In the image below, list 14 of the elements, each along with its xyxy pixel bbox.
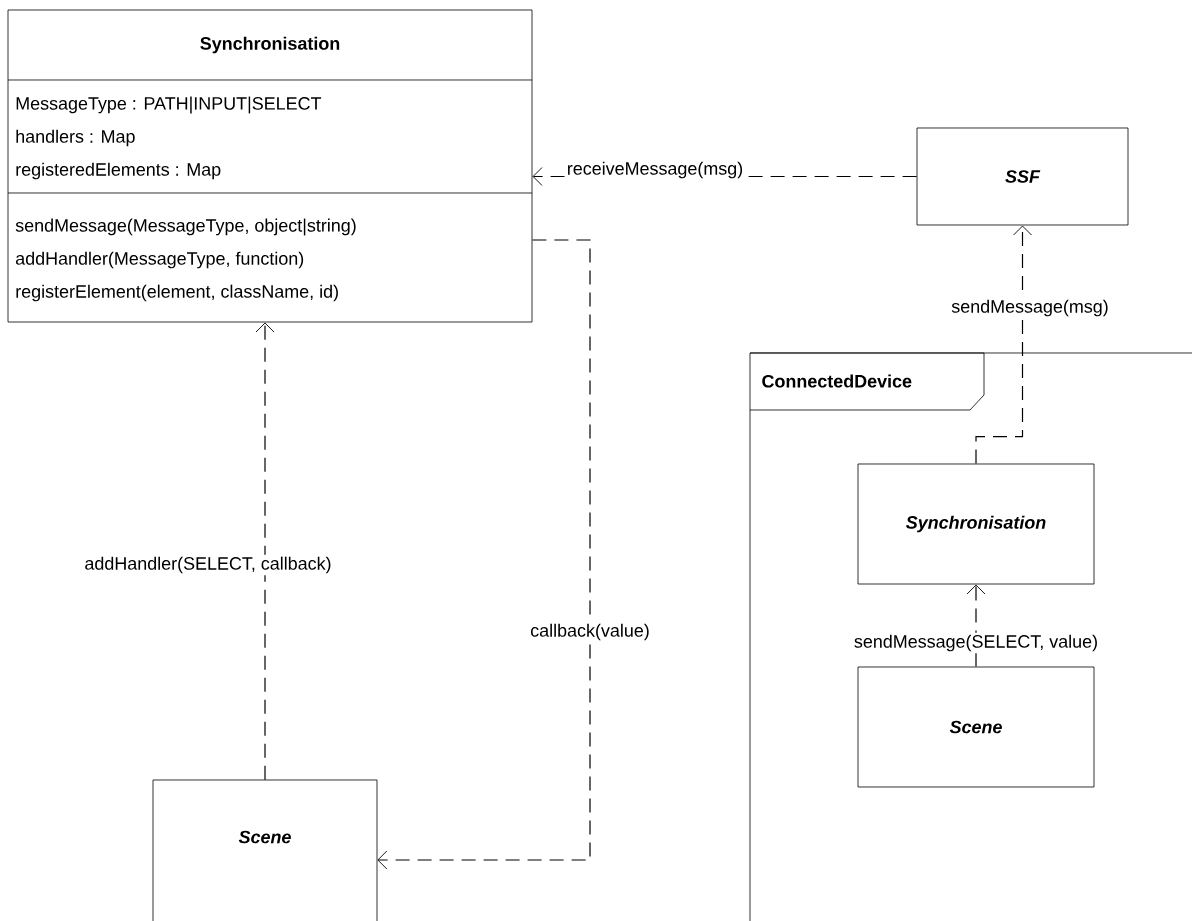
edge-label: sendMessage(SELECT, value) bbox=[851, 632, 1101, 654]
edge-label: receiveMessage(msg) bbox=[564, 159, 746, 181]
arrow bbox=[377, 239, 591, 870]
class-box: Scene bbox=[857, 666, 1095, 788]
class-box: Synchronisation bbox=[857, 463, 1095, 585]
arrow bbox=[966, 584, 986, 668]
edge-label: sendMessage(msg) bbox=[949, 297, 1111, 319]
edge-label: callback(value) bbox=[528, 621, 652, 643]
edge-label: addHandler(SELECT, callback) bbox=[82, 554, 334, 576]
arrow bbox=[975, 225, 1032, 465]
class-box: Scene bbox=[152, 779, 378, 921]
class-box: SSF bbox=[916, 127, 1129, 226]
arrow bbox=[255, 322, 275, 781]
class-box: Synchronisation MessageType : PATH|INPUT|SELECT handlers : Map registeredElements : Map sendMessage(MessageType, object|string) addHandler(MessageType, function) registerElement(element, className, id) bbox=[7, 9, 533, 323]
